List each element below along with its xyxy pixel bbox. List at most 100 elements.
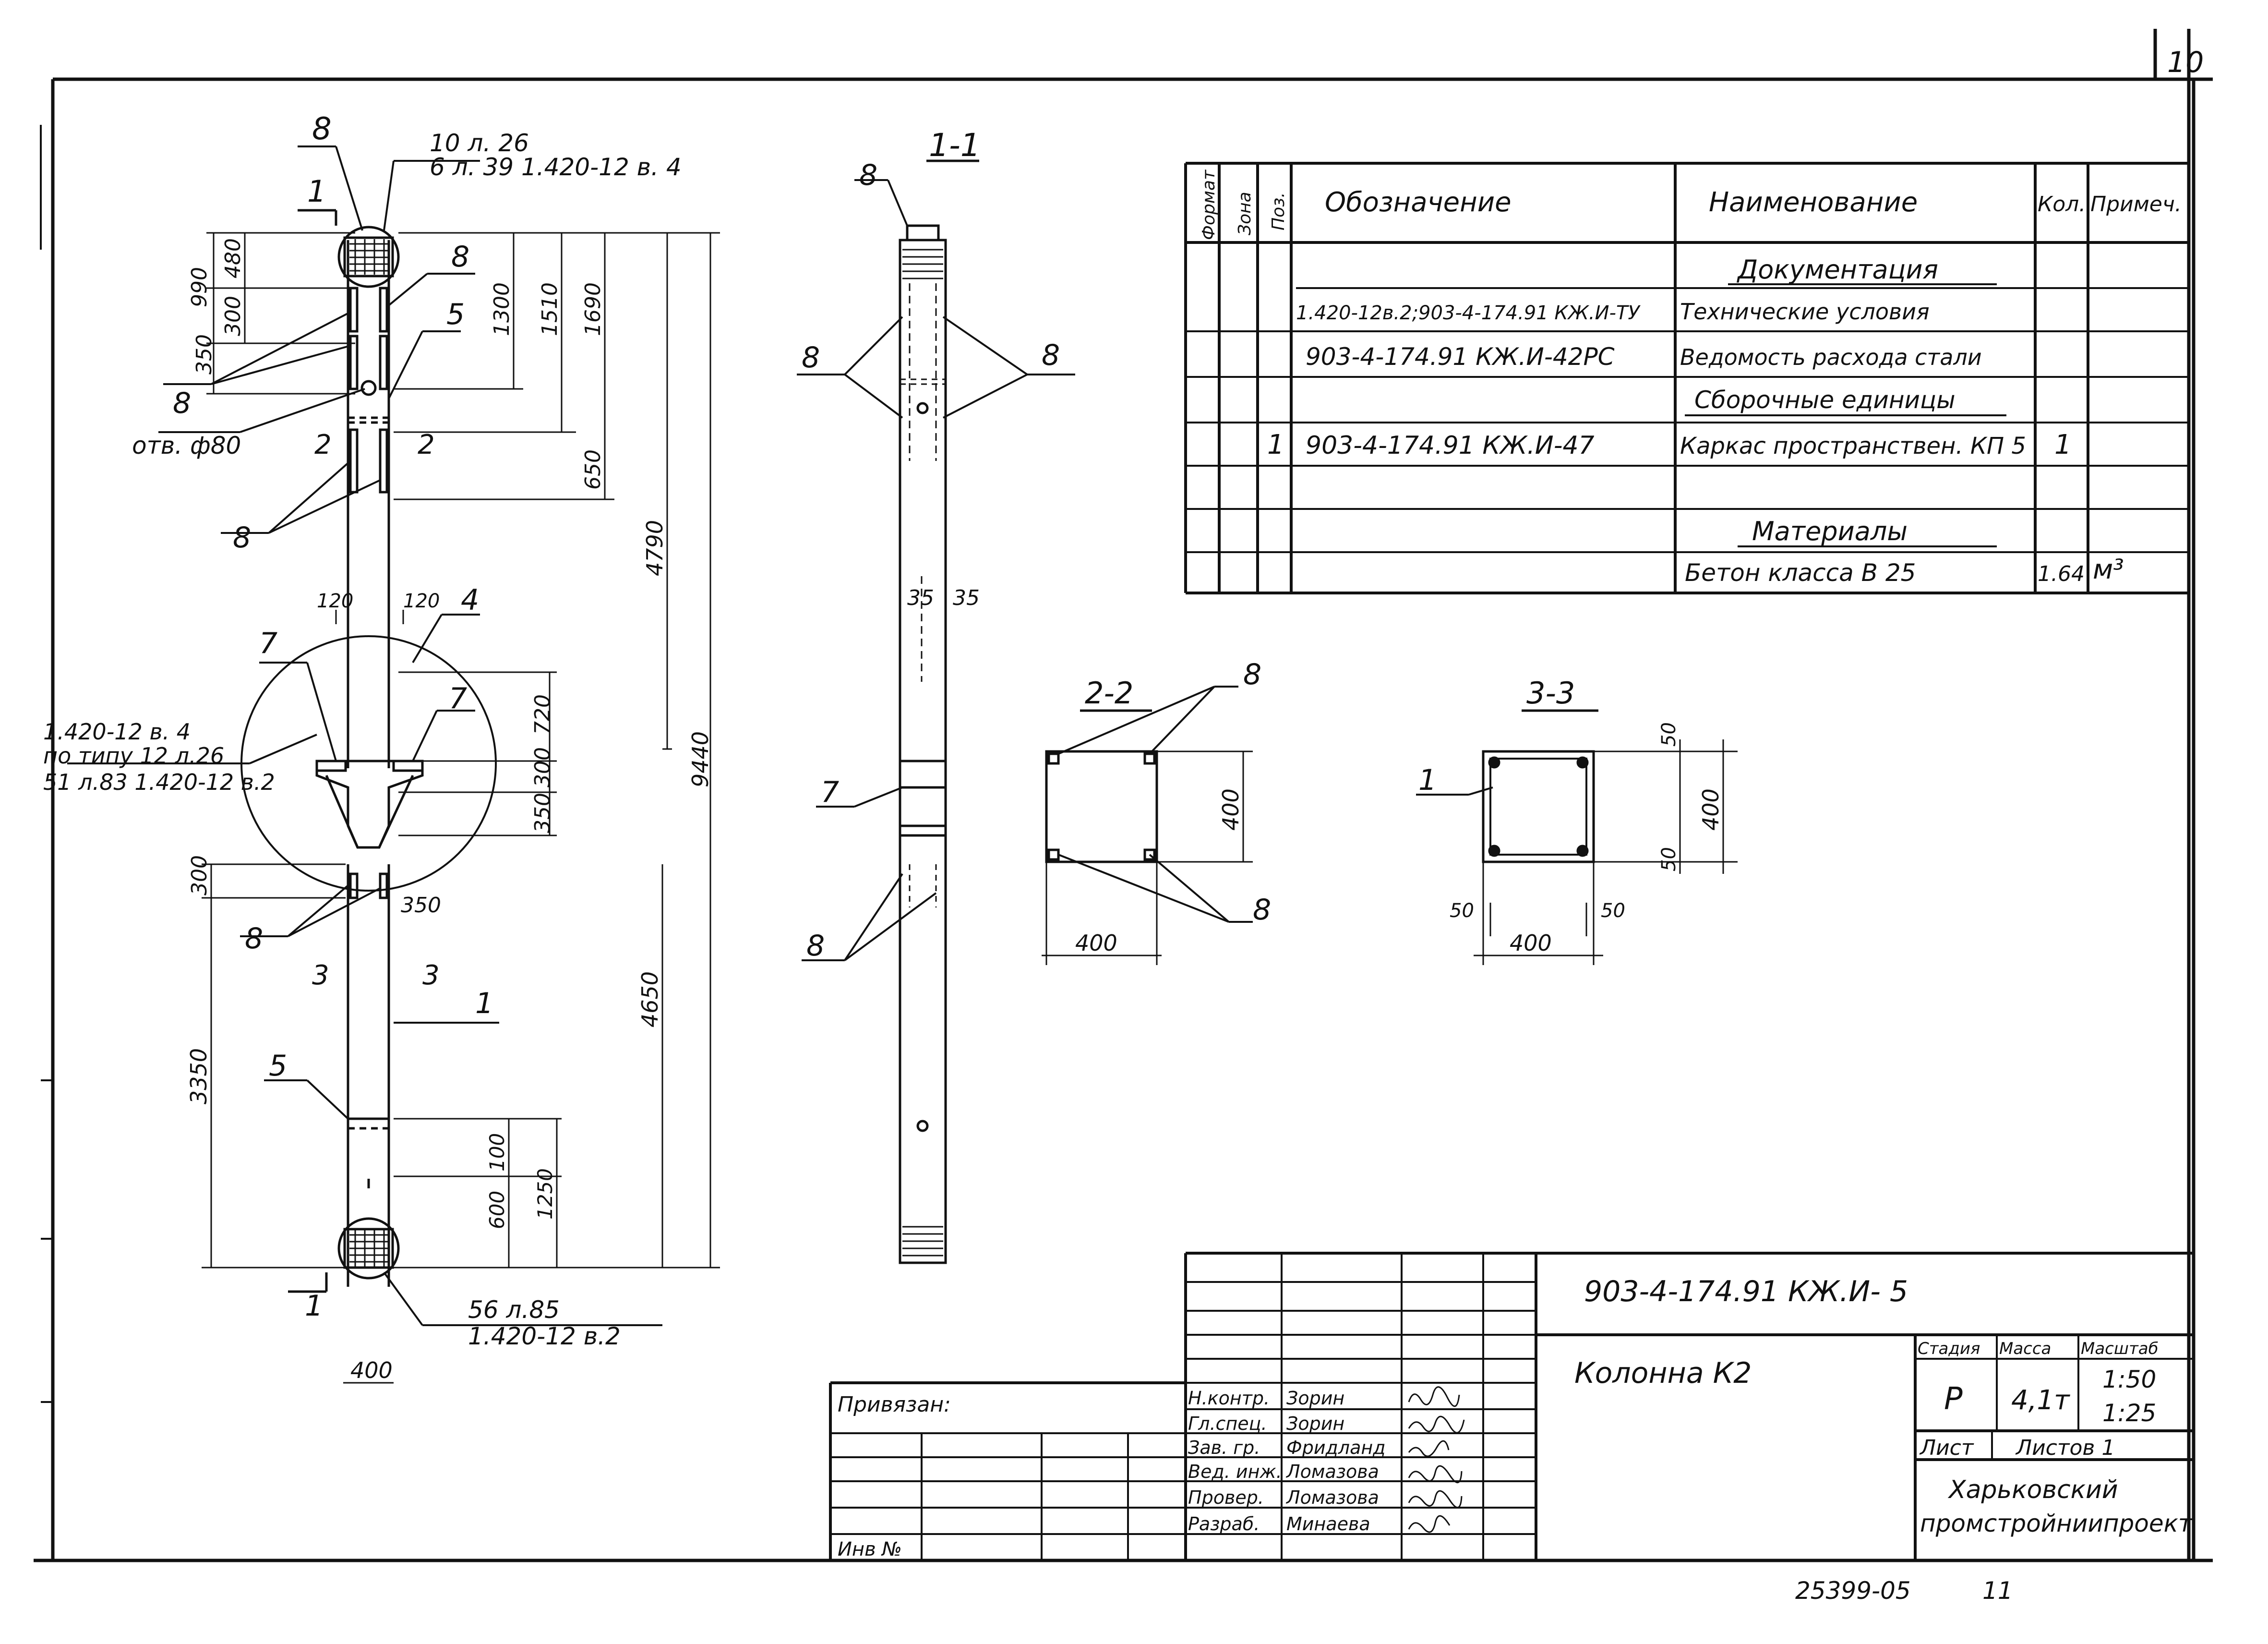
spec-row-qty: 1.64 — [2038, 562, 2085, 586]
org-name-b: промстройниипроект — [1920, 1510, 2193, 1537]
pos-5-a: 5 — [446, 298, 465, 331]
section-2-2-text: 2-2 8 8 400 400 — [1075, 658, 1271, 956]
col-header-qty: Кол. — [2038, 192, 2086, 217]
col-header-format: Формат — [1199, 169, 1219, 240]
staff-role: Гл.спец. — [1188, 1413, 1267, 1434]
elevation-leaders — [67, 145, 662, 1326]
bot-ref-b: 1.420-12 в.2 — [468, 1322, 621, 1350]
section-3-3-title: 3-3 — [1526, 676, 1575, 711]
signatures — [1408, 1386, 1465, 1533]
pos-1-s33: 1 — [1418, 763, 1437, 797]
section-1-1 — [797, 159, 1075, 1264]
dim-400-s22-v: 400 — [1218, 788, 1244, 831]
bot-ref-a: 56 л.85 — [468, 1296, 560, 1324]
dim-350c: 350 — [401, 893, 441, 918]
mid-ref-c: 51 л.83 1.420-12 в.2 — [43, 769, 275, 795]
dim-400-s33-v: 400 — [1698, 788, 1724, 831]
cut-mark-1-bottom: 1 — [305, 1289, 323, 1323]
hole-label: отв. ф80 — [132, 432, 241, 459]
pos-8-s11-a: 8 — [802, 341, 820, 375]
elevation-dimension-lines — [202, 232, 720, 1384]
pos-8-b: 8 — [173, 387, 191, 420]
dim-600: 600 — [485, 1191, 509, 1229]
dim-650: 650 — [581, 449, 605, 490]
section-1-1-text: 1-1 8 8 8 35 35 7 8 — [802, 127, 1060, 963]
spec-row-qty: 1 — [2054, 429, 2072, 460]
spec-row-note: м³ — [2093, 554, 2124, 585]
dim-300a: 300 — [221, 296, 245, 336]
section-1-1-title: 1-1 — [929, 127, 981, 164]
dim-1250: 1250 — [533, 1168, 557, 1220]
dim-50-s33-a: 50 — [1658, 722, 1680, 747]
dim-9440: 9440 — [687, 731, 713, 787]
pos-8-c: 8 — [233, 521, 251, 555]
spec-table-text: Формат Зона Поз. Обозначение Наименовани… — [1199, 169, 2182, 587]
document-code: 903-4-174.91 КЖ.И- 5 — [1584, 1275, 1908, 1308]
pos-7: 8 — [312, 111, 332, 147]
cut-mark-3-left: 3 — [312, 960, 329, 991]
dim-400-elev: 400 — [350, 1357, 393, 1383]
pos-8-s11-c: 8 — [806, 929, 825, 963]
dim-1300: 1300 — [490, 282, 514, 336]
cut-mark-2-left: 2 — [314, 429, 332, 460]
dim-50-s33-d: 50 — [1601, 900, 1625, 922]
dim-990: 990 — [187, 267, 212, 307]
org-name-a: Харьковский — [1947, 1475, 2118, 1504]
pos-7-s11: 8 — [859, 158, 877, 192]
spec-row-pos: 1 — [1267, 429, 1284, 460]
staff-role: Провер. — [1188, 1487, 1264, 1508]
section-2-2 — [1042, 686, 1253, 965]
mid-ref-b: по типу 12 л.26 — [43, 743, 224, 769]
pos-8-s22-b: 8 — [1253, 893, 1271, 927]
cut-mark-1-top: 1 — [307, 174, 326, 209]
mid-ref-a: 1.420-12 в. 4 — [43, 719, 191, 745]
dim-50-s33-c: 50 — [1450, 900, 1474, 922]
top-ref-b: 6 л. 39 1.420-12 в. 4 — [430, 153, 682, 181]
title-block — [829, 1252, 2194, 1560]
section-3-3 — [1416, 709, 1738, 965]
scale-label: Масштаб — [2081, 1339, 2159, 1358]
section-2-2-title: 2-2 — [1085, 676, 1133, 711]
staff-role: Зав. гр. — [1188, 1437, 1260, 1458]
spec-row-designation: 903-4-174.91 КЖ.И-47 — [1306, 431, 1595, 460]
scale-value-a: 1:50 — [2102, 1366, 2156, 1393]
staff-name: Ломазова — [1285, 1487, 1379, 1508]
spec-row-designation: 1.420-12в.2;903-4-174.91 КЖ.И-ТУ — [1296, 302, 1641, 324]
mass-value: 4,1т — [2011, 1385, 2070, 1416]
dim-35b: 35 — [953, 586, 980, 610]
mass-label: Масса — [1999, 1339, 2051, 1358]
spec-row-name: Технические условия — [1680, 299, 1930, 325]
pos-6-b: 7 — [449, 682, 467, 715]
spec-row-name: Каркас пространствен. КП 5 — [1680, 433, 2026, 459]
dim-3350: 3350 — [186, 1048, 212, 1104]
pos-1-elev: 1 — [475, 987, 493, 1020]
footer-code: 25399-05 — [1795, 1577, 1911, 1605]
inv-label: Инв № — [838, 1538, 902, 1560]
staff-name: Фридланд — [1286, 1437, 1386, 1458]
dim-120a: 120 — [317, 590, 353, 612]
scale-value-b: 1:25 — [2102, 1399, 2156, 1427]
dim-400-s33-h: 400 — [1510, 930, 1552, 956]
sheet-frame — [34, 29, 2213, 1562]
dim-300c: 300 — [187, 855, 212, 895]
col-header-designation: Обозначение — [1325, 187, 1512, 218]
pos-6-s11: 7 — [821, 775, 839, 809]
spec-row-name: Материалы — [1752, 516, 1908, 546]
dim-1690: 1690 — [581, 282, 605, 336]
pos-6-a: 7 — [259, 627, 277, 660]
staff-role: Н.контр. — [1188, 1388, 1270, 1409]
dim-300b: 300 — [530, 747, 555, 787]
pos-8-a: 8 — [451, 240, 469, 274]
footer-page: 11 — [1982, 1577, 2013, 1605]
pos-8-s11-b: 8 — [1042, 338, 1060, 372]
dim-400-s22-h: 400 — [1075, 930, 1117, 956]
staff-name: Зорин — [1286, 1413, 1344, 1434]
dim-1510: 1510 — [538, 282, 562, 336]
stage-value: Р — [1944, 1381, 1963, 1417]
top-ref-a: 10 л. 26 — [430, 129, 529, 157]
drawing-title: Колонна К2 — [1574, 1356, 1752, 1390]
dim-720: 720 — [530, 694, 555, 735]
pos-8-s22-a: 8 — [1243, 658, 1261, 691]
dim-35a: 35 — [907, 586, 934, 610]
